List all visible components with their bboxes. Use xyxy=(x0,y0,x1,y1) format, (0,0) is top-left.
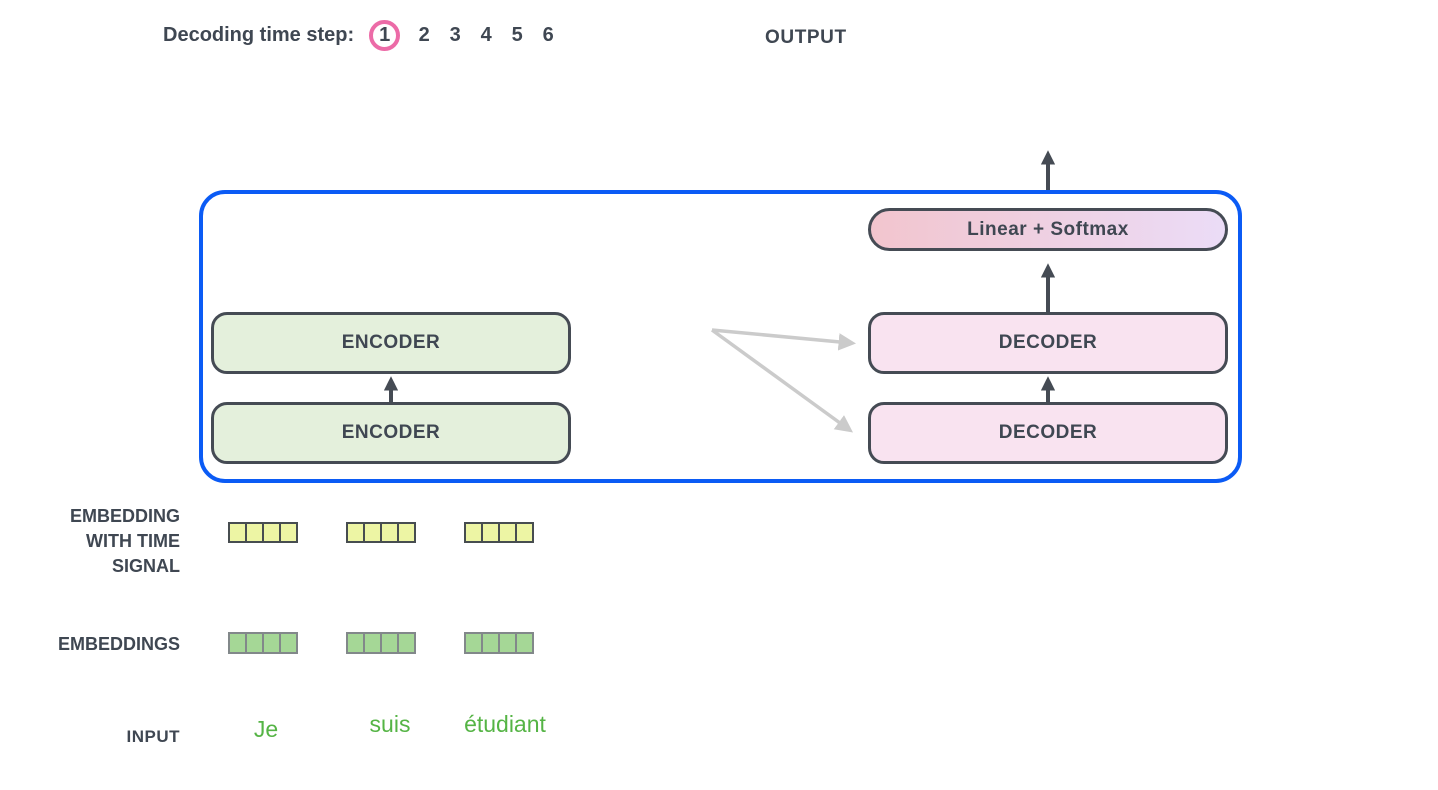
embedding-cell xyxy=(397,522,416,543)
time-signal-vector xyxy=(228,522,298,543)
input-label: INPUT xyxy=(126,727,180,746)
step-3[interactable]: 3 xyxy=(449,24,461,46)
decoder-block-top: DECODER xyxy=(868,312,1228,374)
embedding-time-signal-label-line: EMBEDDING xyxy=(69,506,180,526)
step-2[interactable]: 2 xyxy=(418,24,430,46)
embedding-cell xyxy=(397,632,416,654)
embedding-time-signal-label: EMBEDDING WITH TIME SIGNAL xyxy=(20,504,180,579)
embedding-vector xyxy=(228,632,298,654)
embedding-cell xyxy=(279,522,298,543)
step-1-number: 1 xyxy=(379,24,391,46)
time-signal-vector xyxy=(464,522,534,543)
input-word-je: Je xyxy=(253,716,279,742)
time-signal-vector xyxy=(346,522,416,543)
model-container-box xyxy=(199,190,1242,483)
embedding-vector xyxy=(346,632,416,654)
step-4[interactable]: 4 xyxy=(480,24,492,46)
linear-softmax-block: Linear + Softmax xyxy=(868,208,1228,251)
time-signal-vector-row xyxy=(228,522,534,543)
output-label: OUTPUT xyxy=(765,27,847,48)
encoder-block-top: ENCODER xyxy=(211,312,571,374)
embeddings-label: EMBEDDINGS xyxy=(57,634,180,654)
embedding-cell xyxy=(515,632,534,654)
embedding-cell xyxy=(279,632,298,654)
step-1-active[interactable]: 1 xyxy=(369,20,401,51)
decoder-block-bottom: DECODER xyxy=(868,402,1228,464)
embedding-cell xyxy=(515,522,534,543)
input-word-etudiant: étudiant xyxy=(464,711,546,737)
step-6[interactable]: 6 xyxy=(542,24,554,46)
decoding-step-selector: Decoding time step: 1 2 3 4 5 6 xyxy=(163,20,555,51)
embedding-time-signal-label-line: WITH TIME xyxy=(86,531,180,551)
embedding-vector-row xyxy=(228,632,534,654)
input-word-suis: suis xyxy=(369,711,411,737)
embedding-vector xyxy=(464,632,534,654)
encoder-block-bottom: ENCODER xyxy=(211,402,571,464)
embedding-time-signal-label-line: SIGNAL xyxy=(111,556,180,576)
decoding-step-label: Decoding time step: xyxy=(163,24,355,46)
step-5[interactable]: 5 xyxy=(511,24,523,46)
